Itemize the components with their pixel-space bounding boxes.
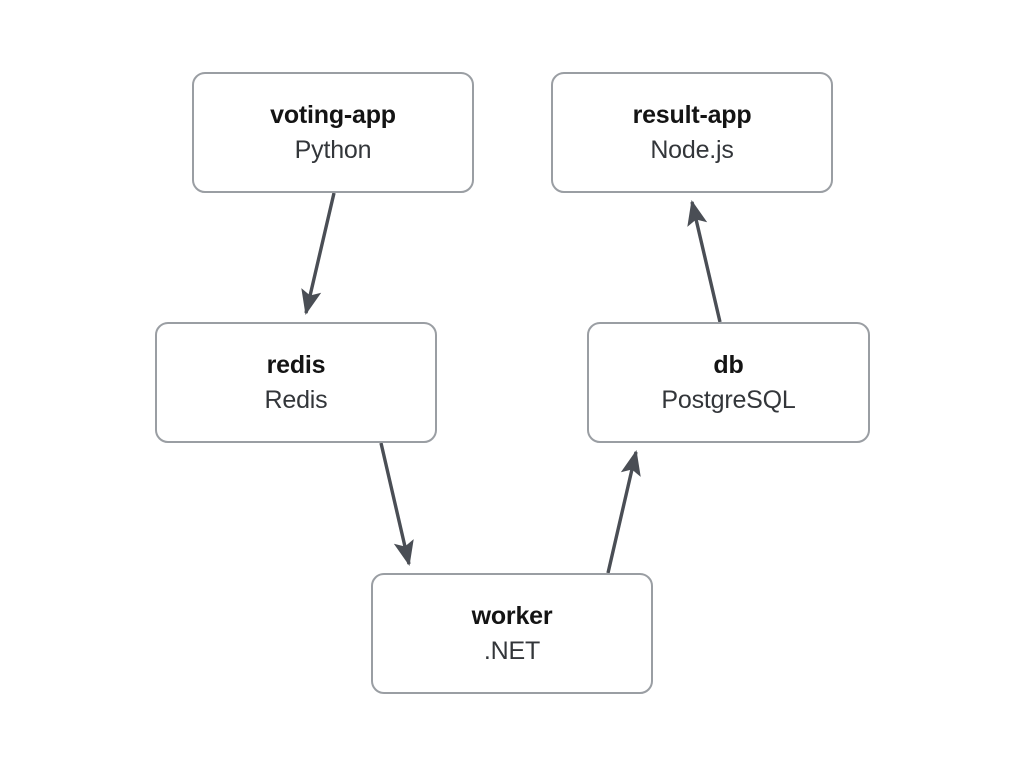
node-redis-subtitle: Redis bbox=[264, 385, 328, 414]
node-worker-subtitle: .NET bbox=[483, 636, 541, 665]
node-voting-app[interactable]: voting-app Python bbox=[192, 72, 474, 193]
node-db-title: db bbox=[713, 350, 744, 379]
node-result-app[interactable]: result-app Node.js bbox=[551, 72, 833, 193]
edge-db-to-result-app bbox=[687, 200, 722, 323]
node-worker-title: worker bbox=[471, 601, 553, 630]
node-voting-app-title: voting-app bbox=[270, 100, 396, 129]
edge-redis-to-worker bbox=[379, 442, 414, 566]
node-redis-title: redis bbox=[266, 350, 326, 379]
node-result-app-subtitle: Node.js bbox=[650, 135, 734, 164]
node-db[interactable]: db PostgreSQL bbox=[587, 322, 870, 443]
node-result-app-title: result-app bbox=[632, 100, 752, 129]
node-redis[interactable]: redis Redis bbox=[155, 322, 437, 443]
node-voting-app-subtitle: Python bbox=[294, 135, 372, 164]
node-worker[interactable]: worker .NET bbox=[371, 573, 653, 694]
node-db-subtitle: PostgreSQL bbox=[661, 385, 796, 414]
edge-worker-to-db bbox=[606, 450, 641, 574]
edge-voting-app-to-redis bbox=[301, 192, 336, 315]
